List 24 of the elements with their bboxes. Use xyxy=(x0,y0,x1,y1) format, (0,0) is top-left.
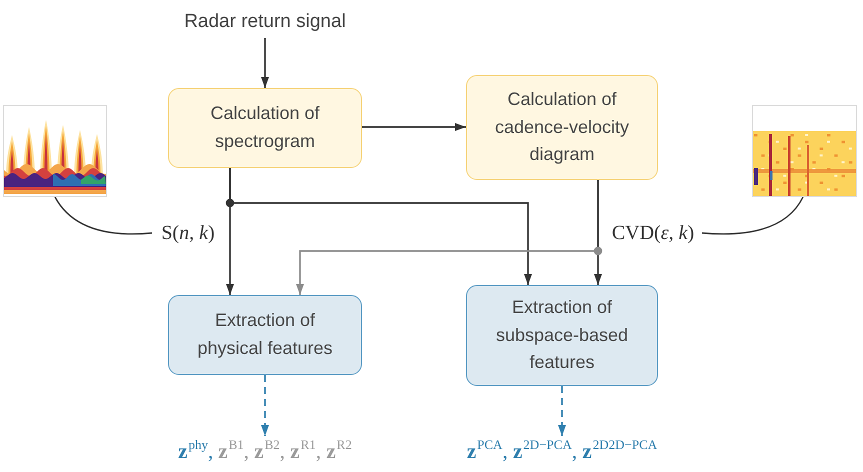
signal-label: Radar return signal xyxy=(160,6,370,38)
box-label: Extraction of subspace-based features xyxy=(494,296,630,374)
arrow xyxy=(261,38,269,88)
process-box xyxy=(466,285,658,386)
heatmap-image xyxy=(752,105,857,197)
leader-line xyxy=(54,196,152,235)
dashed-arrow xyxy=(558,386,566,436)
box-label: Calculation of cadence-velocity diagram xyxy=(494,88,630,166)
feature-vector-label: z$^{phy}$, xyxy=(178,440,214,462)
spectrogram-image xyxy=(3,105,107,197)
arrow xyxy=(362,123,466,131)
box-label: Extraction of physical features xyxy=(196,309,334,360)
feature-vector-label: z$^{PCA}$, z$^{2D−PCA}$, z$^{2D2D−PCA}$ xyxy=(466,440,658,462)
arrow xyxy=(229,168,532,285)
box-label: Calculation of spectrogram xyxy=(209,102,321,153)
process-box xyxy=(168,295,362,375)
feature-vector-label: z$^{B1}$, z$^{B2}$, z$^{R1}$, z$^{R2}$ xyxy=(218,440,352,462)
process-box xyxy=(466,75,658,180)
process-box xyxy=(168,88,362,168)
formula-label: S(n, k) xyxy=(152,220,224,246)
leader-line xyxy=(702,196,804,235)
dashed-arrow xyxy=(261,375,269,436)
formula-label: CVD(ε, k) xyxy=(604,220,702,246)
arrow xyxy=(594,180,602,285)
